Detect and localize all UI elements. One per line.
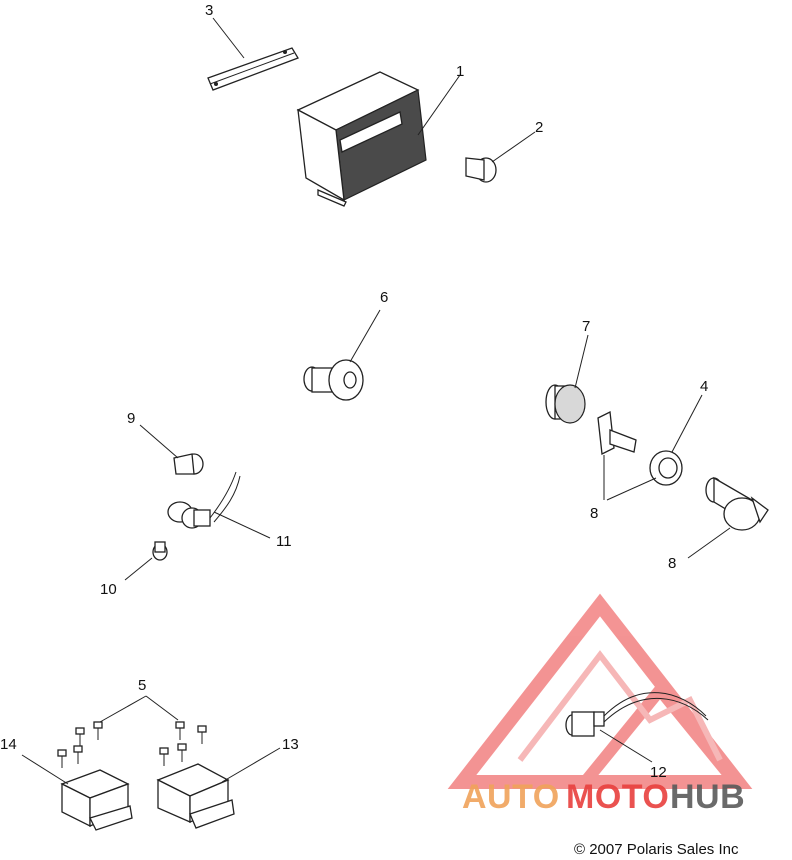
- part-14-coil: [21, 754, 133, 831]
- part-3-bracket: [207, 17, 299, 91]
- part-10-cap: [124, 541, 168, 581]
- watermark-auto: AUTO: [462, 778, 560, 816]
- watermark-wordmark: AUTO MOTO HUB: [462, 778, 745, 816]
- callout-14: 14: [0, 736, 17, 753]
- watermark-hub: HUB: [670, 778, 745, 816]
- part-9-bolt: [139, 424, 204, 475]
- part-1-ecu-module: [296, 71, 461, 207]
- callout-8-upper: 8: [590, 505, 598, 522]
- part-12-o2-sensor: [565, 692, 709, 763]
- copyright-notice: © 2007 Polaris Sales Inc: [574, 841, 739, 858]
- callout-4: 4: [700, 378, 708, 395]
- part-4-grommet: [606, 394, 703, 501]
- callout-3: 3: [205, 2, 213, 19]
- callout-7: 7: [582, 318, 590, 335]
- watermark-logo: [447, 593, 753, 789]
- callout-9: 9: [127, 410, 135, 427]
- part-6-sensor: [303, 309, 381, 401]
- part-11-sensor-wire: [167, 471, 271, 539]
- callout-11: 11: [276, 533, 292, 550]
- part-8-sensor: [687, 476, 769, 559]
- part-13-coil: [156, 747, 281, 829]
- callout-6: 6: [380, 289, 388, 306]
- part-8-clip: [597, 411, 637, 500]
- callout-1: 1: [456, 63, 464, 80]
- part-5-screws: [57, 695, 207, 768]
- watermark-moto: MOTO: [566, 778, 669, 816]
- callout-5: 5: [138, 677, 146, 694]
- callout-13: 13: [282, 736, 299, 753]
- callout-8-lower: 8: [668, 555, 676, 572]
- callout-2: 2: [535, 119, 543, 136]
- part-2-bolt: [465, 131, 536, 183]
- part-7-cap: [545, 334, 589, 424]
- callout-12: 12: [650, 764, 667, 781]
- callout-10: 10: [100, 581, 117, 598]
